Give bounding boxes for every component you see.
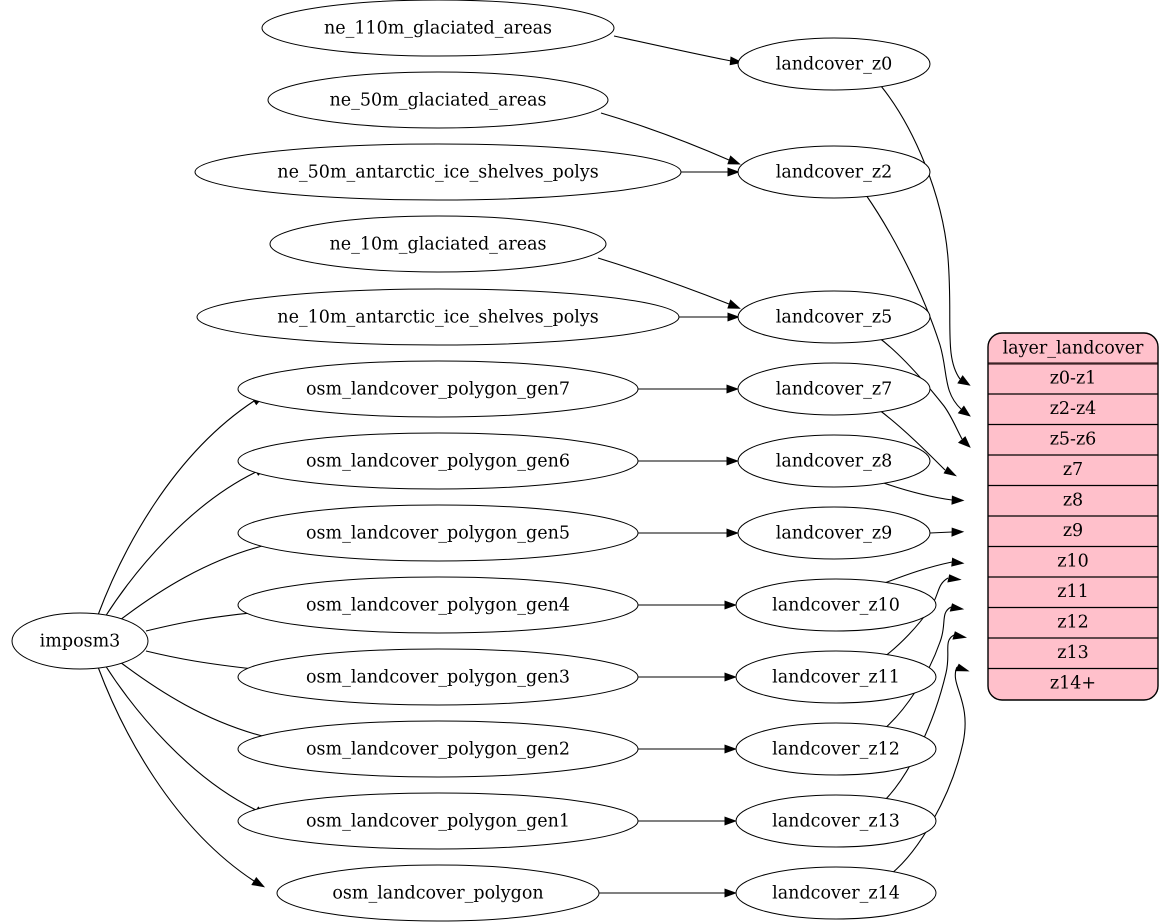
edge-z13-to-row-z13: [883, 631, 968, 802]
node-landcover-z2[interactable]: landcover_z2: [737, 145, 931, 199]
edge-z7-to-row-z7: [877, 408, 957, 477]
node-label: landcover_z5: [776, 308, 893, 328]
edge-gen6-to-z8: [638, 456, 739, 466]
node-label: landcover_z10: [772, 596, 900, 616]
node-label: osm_landcover_polygon_gen3: [306, 668, 570, 688]
node-landcover-z8[interactable]: landcover_z8: [737, 434, 931, 488]
node-label: osm_landcover_polygon_gen6: [306, 452, 570, 472]
node-label: landcover_z2: [776, 163, 893, 183]
edge-ne50mantarctic-to-z2: [681, 167, 740, 177]
node-label: osm_landcover_polygon_gen2: [306, 740, 570, 760]
node-label: landcover_z13: [772, 812, 900, 832]
table-row-z9[interactable]: z9: [1063, 521, 1083, 541]
node-label: ne_110m_glaciated_areas: [324, 19, 552, 39]
table-row-z8[interactable]: z8: [1063, 491, 1083, 511]
landcover-nodes-layer: landcover_z0 landcover_z2 landcover_z5 l…: [735, 37, 937, 920]
node-label: ne_10m_glaciated_areas: [330, 235, 547, 255]
node-landcover-z10[interactable]: landcover_z10: [735, 578, 937, 632]
node-label: osm_landcover_polygon_gen7: [306, 380, 570, 400]
node-label: osm_landcover_polygon_gen5: [306, 524, 570, 544]
node-landcover-z11[interactable]: landcover_z11: [735, 650, 937, 704]
edge-z2-to-row-z2z4: [865, 194, 971, 417]
node-label: landcover_z7: [776, 380, 893, 400]
node-label: osm_landcover_polygon_gen4: [306, 596, 570, 616]
node-label: osm_landcover_polygon: [332, 884, 543, 904]
edge-z12-to-row-z12: [883, 603, 965, 730]
edge-ne50mglaciated-to-z2: [600, 112, 741, 165]
node-landcover-z14[interactable]: landcover_z14: [735, 866, 937, 920]
edge-gen4-to-z10: [638, 600, 737, 610]
edge-z0-to-row-z0z1: [880, 85, 971, 386]
edge-z5-to-row-z5z6: [877, 336, 971, 448]
table-row-z13[interactable]: z13: [1057, 643, 1089, 663]
node-label: osm_landcover_polygon_gen1: [306, 812, 570, 832]
table-row-z14plus[interactable]: z14+: [1050, 674, 1096, 694]
node-osm-landcover-polygon-gen4[interactable]: osm_landcover_polygon_gen4: [237, 576, 639, 634]
node-landcover-z7[interactable]: landcover_z7: [737, 362, 931, 416]
node-osm-landcover-polygon-gen2[interactable]: osm_landcover_polygon_gen2: [237, 720, 639, 778]
node-osm-landcover-polygon-gen6[interactable]: osm_landcover_polygon_gen6: [237, 432, 639, 490]
node-osm-landcover-polygon-gen5[interactable]: osm_landcover_polygon_gen5: [237, 504, 639, 562]
node-ne-10m-glaciated-areas[interactable]: ne_10m_glaciated_areas: [269, 215, 607, 273]
node-ne-50m-antarctic-ice-shelves-polys[interactable]: ne_50m_antarctic_ice_shelves_polys: [194, 143, 682, 201]
node-landcover-z12[interactable]: landcover_z12: [735, 722, 937, 776]
edge-gen3-to-z11: [638, 672, 737, 682]
table-row-z2-z4[interactable]: z2-z4: [1050, 399, 1097, 419]
node-ne-50m-glaciated-areas[interactable]: ne_50m_glaciated_areas: [267, 71, 609, 129]
edge-imposm3-to-gen1: [104, 664, 268, 817]
node-landcover-z0[interactable]: landcover_z0: [737, 37, 931, 91]
edge-z8-to-row-z8: [877, 480, 965, 505]
edge-gen5-to-z9: [638, 528, 739, 538]
node-label: landcover_z12: [772, 740, 900, 760]
node-osm-landcover-polygon-gen1[interactable]: osm_landcover_polygon_gen1: [237, 792, 639, 850]
node-osm-landcover-polygon-gen3[interactable]: osm_landcover_polygon_gen3: [237, 648, 639, 706]
table-row-z0-z1[interactable]: z0-z1: [1050, 369, 1097, 389]
node-label: landcover_z11: [772, 668, 900, 688]
edge-z10-to-row-z10: [881, 557, 965, 585]
node-landcover-z13[interactable]: landcover_z13: [735, 794, 937, 848]
node-label: landcover_z14: [772, 884, 900, 904]
node-label: imposm3: [40, 632, 121, 652]
node-label: landcover_z9: [776, 524, 893, 544]
edge-ne10mantarctic-to-z5: [679, 312, 740, 322]
edge-imposm3-to-polygon: [97, 666, 266, 888]
natural-earth-nodes-layer: ne_110m_glaciated_areas ne_50m_glaciated…: [194, 0, 682, 346]
node-label: ne_10m_antarctic_ice_shelves_polys: [277, 308, 598, 328]
edge-ne110m-to-z0: [613, 35, 744, 66]
node-imposm3[interactable]: imposm3: [11, 612, 149, 670]
table-row-z10[interactable]: z10: [1057, 552, 1089, 572]
node-label: ne_50m_antarctic_ice_shelves_polys: [277, 163, 598, 183]
node-label: ne_50m_glaciated_areas: [330, 91, 547, 111]
node-ne-110m-glaciated-areas[interactable]: ne_110m_glaciated_areas: [261, 0, 615, 57]
edge-gen1-to-z13: [638, 816, 737, 826]
edge-polygon-to-z14: [599, 888, 737, 898]
edge-ne10mglaciated-to-z5: [597, 257, 741, 309]
table-row-z11[interactable]: z11: [1057, 582, 1089, 602]
table-row-z7[interactable]: z7: [1063, 460, 1083, 480]
node-landcover-z5[interactable]: landcover_z5: [737, 290, 931, 344]
node-osm-landcover-polygon[interactable]: osm_landcover_polygon: [276, 864, 600, 922]
node-landcover-z9[interactable]: landcover_z9: [737, 506, 931, 560]
table-row-z5-z6[interactable]: z5-z6: [1050, 430, 1097, 450]
table-title: layer_landcover: [1003, 339, 1144, 359]
node-label: landcover_z8: [776, 452, 893, 472]
edge-gen2-to-z12: [638, 744, 737, 754]
edge-imposm3-to-gen6: [104, 465, 268, 618]
node-ne-10m-antarctic-ice-shelves-polys[interactable]: ne_10m_antarctic_ice_shelves_polys: [196, 288, 680, 346]
osm-nodes-layer: osm_landcover_polygon_gen7 osm_landcover…: [237, 360, 639, 922]
node-osm-landcover-polygon-gen7[interactable]: osm_landcover_polygon_gen7: [237, 360, 639, 418]
edge-z14-to-row-z14plus: [890, 663, 970, 875]
table-row-z12[interactable]: z12: [1057, 613, 1089, 633]
edge-z9-to-row-z9: [929, 527, 965, 537]
edge-imposm3-to-gen7: [97, 394, 266, 616]
layer-landcover-table[interactable]: layer_landcover z0-z1 z2-z4 z5-z6 z7 z8 …: [987, 332, 1159, 701]
node-label: landcover_z0: [776, 55, 893, 75]
edge-gen7-to-z7: [638, 384, 739, 394]
